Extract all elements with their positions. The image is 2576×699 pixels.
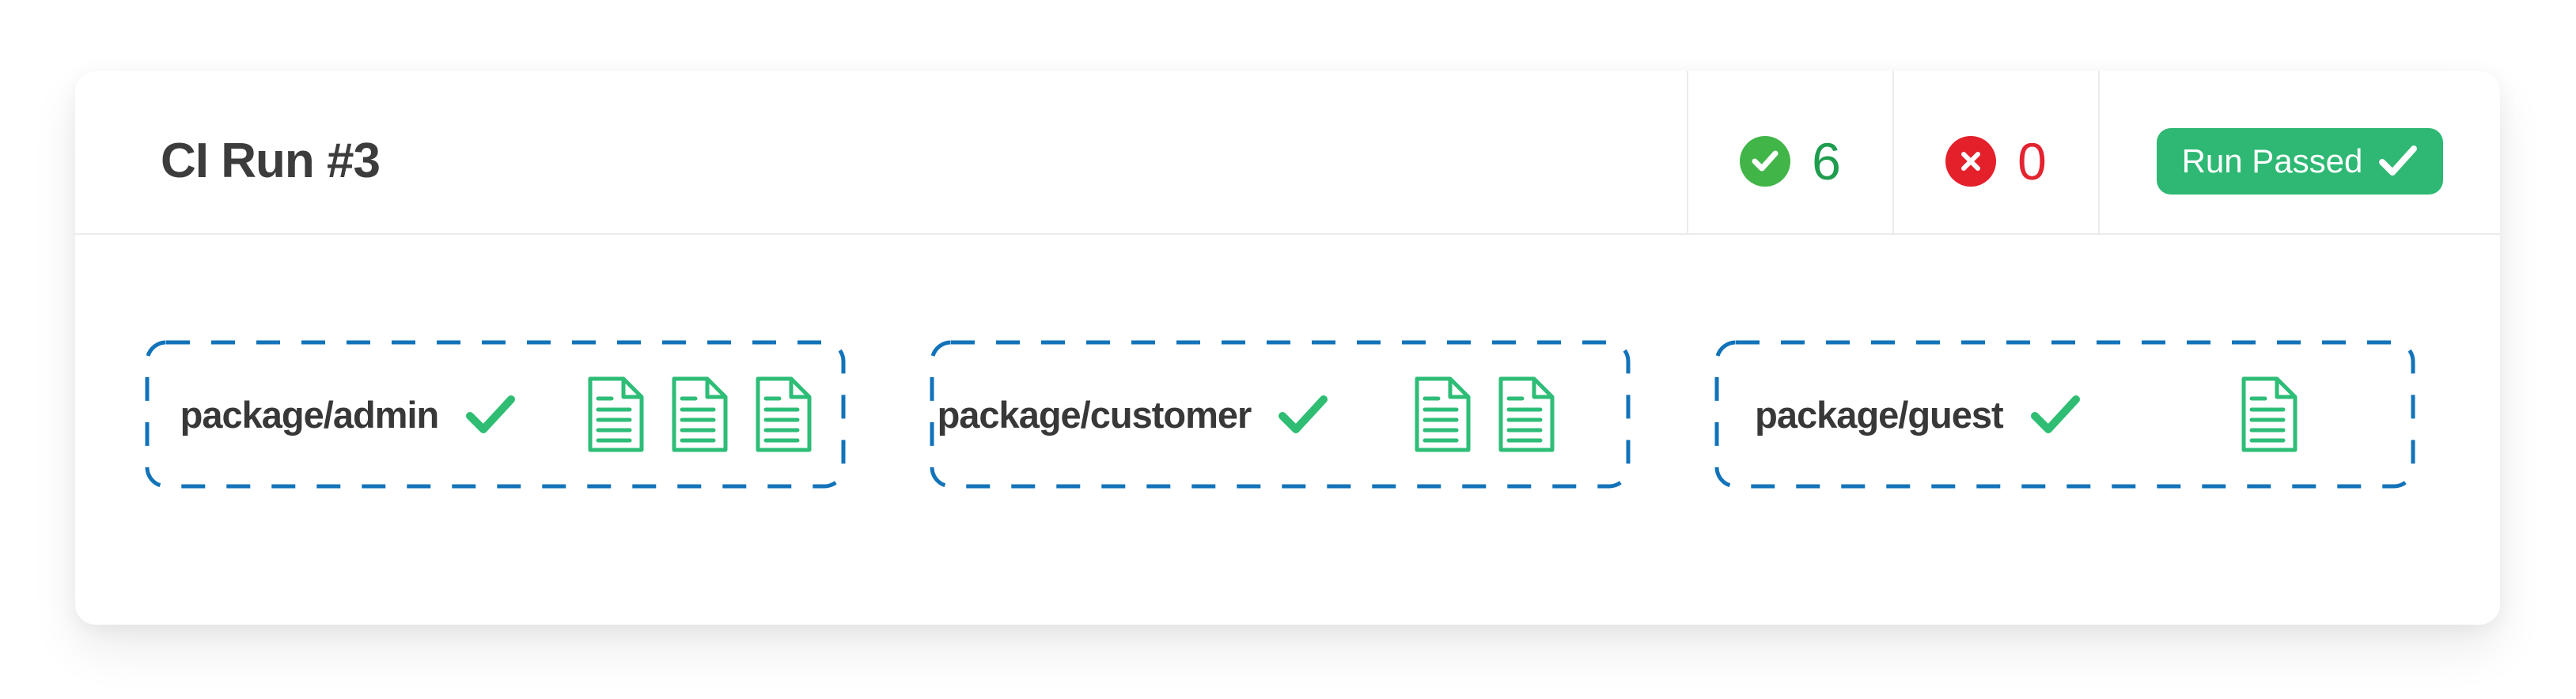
- title-section: CI Run #3: [75, 71, 1687, 233]
- package-label: package/customer: [937, 393, 1252, 436]
- check-icon: [1279, 395, 1328, 433]
- run-status-button[interactable]: Run Passed: [2156, 127, 2444, 195]
- package-tile-guest[interactable]: package/guest: [1714, 340, 2415, 489]
- failed-count: 0: [2017, 131, 2047, 191]
- card-header: CI Run #3 6 0 Run Passed: [75, 71, 2500, 235]
- document-icon[interactable]: [584, 375, 646, 454]
- package-tiles: package/admin: [145, 340, 2500, 489]
- document-icon[interactable]: [2237, 375, 2299, 454]
- check-circle-icon: [1740, 135, 1791, 187]
- check-icon: [2030, 395, 2080, 433]
- doc-list: [2121, 375, 2415, 454]
- passed-stat: 6: [1687, 71, 1892, 233]
- package-info: package/customer: [930, 393, 1336, 436]
- check-icon: [2379, 145, 2418, 176]
- doc-list: [551, 375, 846, 454]
- package-tile-admin[interactable]: package/admin: [145, 340, 846, 489]
- x-circle-icon: [1945, 135, 1997, 187]
- document-icon[interactable]: [668, 375, 729, 454]
- package-tile-customer[interactable]: package/customer: [930, 340, 1631, 489]
- document-icon[interactable]: [1411, 375, 1472, 454]
- package-label: package/guest: [1755, 393, 2004, 436]
- failed-stat: 0: [1892, 71, 2098, 233]
- run-status-label: Run Passed: [2181, 142, 2363, 179]
- document-icon[interactable]: [752, 375, 813, 454]
- ci-run-card: CI Run #3 6 0 Run Passed: [75, 71, 2500, 625]
- doc-list: [1336, 375, 1631, 454]
- package-info: package/guest: [1714, 393, 2121, 436]
- check-icon: [466, 395, 516, 433]
- document-icon[interactable]: [1494, 375, 1556, 454]
- passed-count: 6: [1812, 131, 1841, 191]
- status-button-section: Run Passed: [2098, 71, 2500, 233]
- package-label: package/admin: [180, 393, 440, 436]
- package-info: package/admin: [145, 393, 551, 436]
- page-title: CI Run #3: [161, 134, 381, 188]
